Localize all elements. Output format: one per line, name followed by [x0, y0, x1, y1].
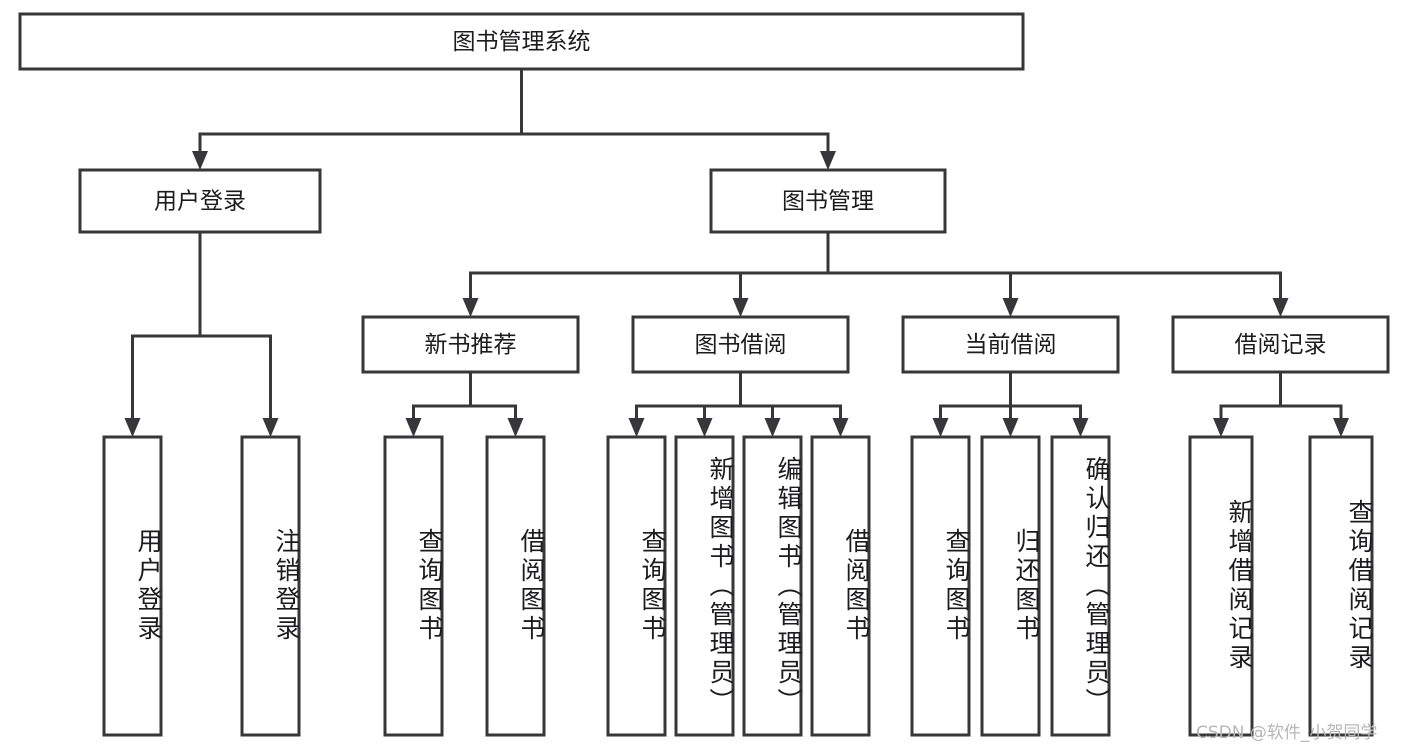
arrow-down-icon — [832, 418, 849, 437]
arrow-down-icon — [1272, 298, 1289, 317]
arrow-down-icon — [262, 418, 279, 437]
level2-node-0[interactable] — [78, 168, 322, 234]
arrow-down-icon — [507, 418, 524, 437]
arrow-down-icon — [1213, 418, 1229, 437]
arrow-down-icon — [462, 298, 479, 317]
level3-node-label-2: 当前借阅 — [965, 332, 1057, 358]
leaf-node-5[interactable] — [674, 435, 735, 737]
leaf-node-8[interactable] — [910, 435, 971, 737]
root-node[interactable] — [18, 12, 1025, 71]
arrow-down-icon — [1002, 298, 1019, 317]
leaf-node-6[interactable] — [742, 435, 803, 737]
arrow-down-icon — [820, 151, 836, 170]
level3-node-label-3: 借阅记录 — [1235, 332, 1327, 358]
arrow-down-icon — [405, 418, 422, 437]
level2-node-label-1: 图书管理 — [782, 189, 874, 215]
level2-node-1[interactable] — [709, 168, 947, 234]
nodes-layer — [18, 12, 1390, 737]
arrow-down-icon — [1072, 418, 1089, 437]
arrow-down-icon — [124, 418, 141, 437]
arrow-down-icon — [696, 418, 713, 437]
leaf-node-4[interactable] — [606, 435, 667, 737]
leaf-node-12[interactable] — [1308, 435, 1374, 737]
level3-node-label-1: 图书借阅 — [695, 332, 787, 358]
arrow-down-icon — [932, 418, 949, 437]
leaf-node-11[interactable] — [1188, 435, 1254, 737]
root-node-label: 图书管理系统 — [453, 29, 591, 55]
level3-node-3[interactable] — [1171, 315, 1390, 374]
leaf-node-9[interactable] — [980, 435, 1041, 737]
level3-node-label-0: 新书推荐 — [425, 332, 517, 358]
arrow-down-icon — [764, 418, 781, 437]
arrow-down-icon — [192, 151, 208, 170]
arrow-down-icon — [628, 418, 645, 437]
leaf-node-1[interactable] — [240, 435, 301, 737]
level3-node-0[interactable] — [361, 315, 580, 374]
leaf-node-2[interactable] — [383, 435, 444, 737]
level2-node-label-0: 用户登录 — [154, 189, 246, 215]
leaf-node-10[interactable] — [1050, 435, 1111, 737]
level3-node-1[interactable] — [631, 315, 850, 374]
arrow-down-icon — [732, 298, 749, 317]
edges-layer — [124, 67, 1349, 437]
leaf-node-3[interactable] — [485, 435, 546, 737]
arrow-down-icon — [1002, 418, 1019, 437]
level3-node-2[interactable] — [901, 315, 1120, 374]
leaf-node-7[interactable] — [810, 435, 871, 737]
csdn-watermark: CSDN @软件_小贺同学 — [1196, 723, 1378, 743]
arrow-down-icon — [1333, 418, 1349, 437]
leaf-node-0[interactable] — [102, 435, 163, 737]
